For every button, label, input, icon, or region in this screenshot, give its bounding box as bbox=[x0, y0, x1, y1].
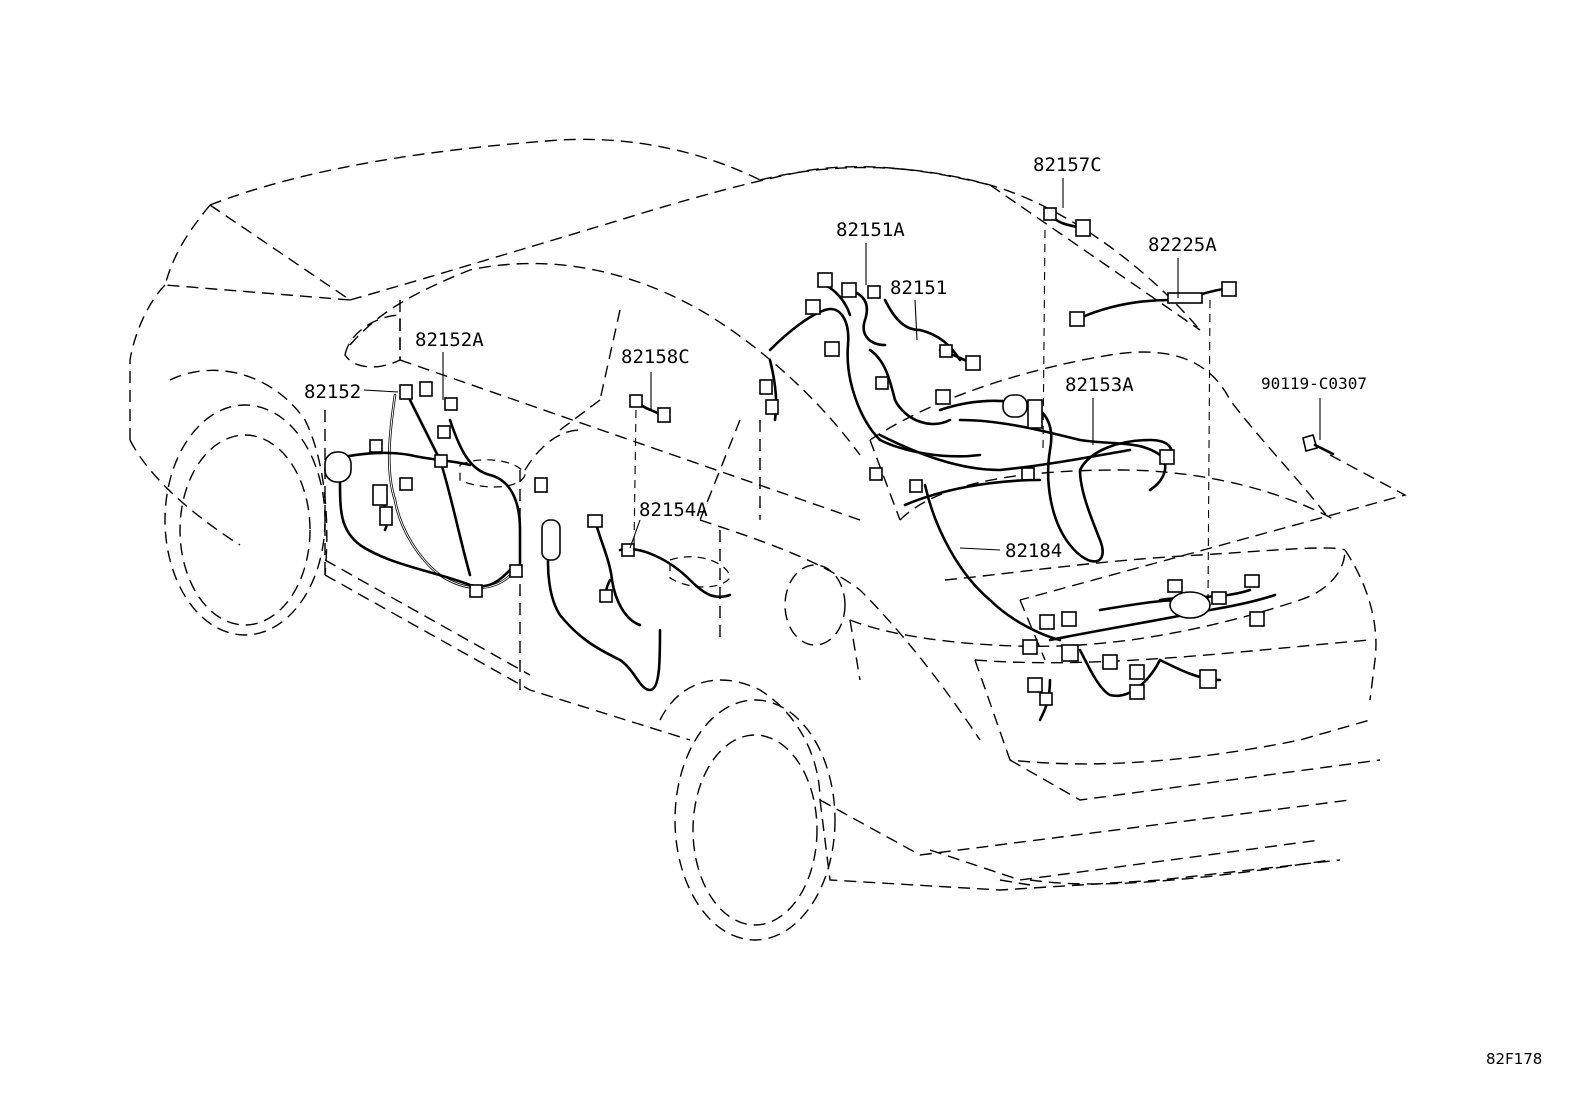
harness-82151 bbox=[759, 272, 982, 458]
part-label-82151A: 82151A bbox=[836, 219, 905, 241]
vehicle-outline bbox=[129, 138, 1407, 941]
harness-82152 bbox=[324, 381, 548, 598]
leader-lines bbox=[363, 178, 1321, 601]
part-label-82225A: 82225A bbox=[1148, 234, 1217, 256]
part-labels: 82157C 82151A 82225A 82151 82152A 82152 … bbox=[304, 154, 1367, 562]
part-label-82153A: 82153A bbox=[1065, 374, 1134, 396]
harness-82184 bbox=[903, 478, 1277, 722]
diagram-code: 82F178 bbox=[1486, 1050, 1543, 1068]
harness-82158C bbox=[629, 394, 671, 423]
part-label-82157C: 82157C bbox=[1033, 154, 1102, 176]
harness-82225A bbox=[1069, 281, 1237, 327]
harness-82154A bbox=[541, 514, 732, 692]
part-label-82152: 82152 bbox=[304, 381, 361, 403]
part-label-82158C: 82158C bbox=[621, 346, 690, 368]
harness-82157C bbox=[1043, 207, 1091, 237]
harness-82153A bbox=[869, 394, 1175, 563]
part-label-90119-C0307: 90119-C0307 bbox=[1261, 374, 1367, 393]
part-label-82184: 82184 bbox=[1005, 540, 1062, 562]
part-label-82154A: 82154A bbox=[639, 499, 708, 521]
bolt-icon bbox=[1302, 434, 1335, 456]
part-label-82152A: 82152A bbox=[415, 329, 484, 351]
part-label-82151: 82151 bbox=[890, 277, 947, 299]
